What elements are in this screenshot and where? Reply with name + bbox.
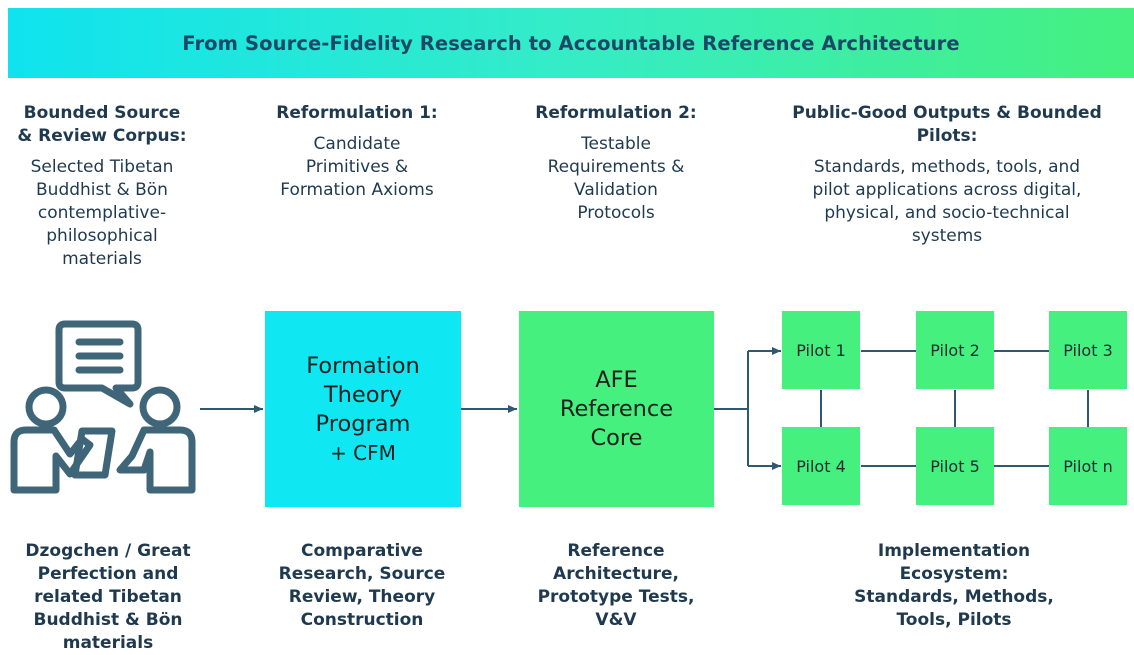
box-title-line: Theory	[323, 381, 403, 408]
box-title: AFE Reference Core	[560, 366, 673, 453]
box-subtitle: + CFM	[330, 440, 396, 465]
heading-line: Public-Good Outputs & Bounded	[792, 103, 1102, 123]
column-source: Bounded Source & Review Corpus: Selected…	[8, 102, 196, 271]
column-outputs: Public-Good Outputs & Bounded Pilots: St…	[764, 102, 1130, 248]
footer-ecosystem: Implementation Ecosystem: Standards, Met…	[844, 540, 1064, 632]
footer-line: Construction	[300, 610, 424, 630]
column-description: Testable Requirements & Validation Proto…	[516, 133, 716, 225]
description-line: Buddhist & Bön	[36, 180, 168, 200]
footer-line: Ecosystem:	[899, 564, 1009, 584]
box-title: Formation Theory Program	[306, 352, 420, 439]
column-reformulation-2: Reformulation 2: Testable Requirements &…	[516, 102, 716, 225]
heading-line: & Review Corpus:	[17, 126, 187, 146]
footer-line: Prototype Tests,	[537, 587, 695, 607]
footer-line: Perfection and	[37, 564, 179, 584]
description-line: materials	[62, 249, 142, 269]
footer-line: Reference	[567, 541, 665, 561]
description-line: Testable	[581, 134, 651, 154]
pilot-label: Pilot 3	[1063, 340, 1113, 360]
pilot-label: Pilot 4	[796, 456, 846, 476]
heading-line: Reformulation 1:	[276, 103, 438, 123]
pilot-4-box: Pilot 4	[782, 427, 860, 505]
box-title-line: Core	[590, 424, 643, 451]
pilot-3-box: Pilot 3	[1049, 311, 1127, 389]
pilot-label: Pilot n	[1063, 456, 1113, 476]
two-people-conversation-icon	[10, 320, 196, 494]
column-description: Candidate Primitives & Formation Axioms	[256, 133, 458, 202]
description-line: Formation Axioms	[280, 180, 434, 200]
heading-line: Pilots:	[916, 126, 978, 146]
pilot-label: Pilot 1	[796, 340, 846, 360]
footer-line: Comparative	[301, 541, 423, 561]
description-line: Standards, methods, tools, and	[813, 157, 1081, 177]
description-line: contemplative-	[37, 203, 167, 223]
footer-line: Review, Theory	[288, 587, 436, 607]
description-line: systems	[911, 226, 983, 246]
description-line: Primitives &	[305, 157, 409, 177]
formation-theory-box: Formation Theory Program + CFM	[265, 311, 461, 507]
pilot-1-box: Pilot 1	[782, 311, 860, 389]
pilot-label: Pilot 2	[930, 340, 980, 360]
footer-line: Standards, Methods,	[854, 587, 1054, 607]
heading-line: Bounded Source	[23, 103, 181, 123]
description-line: philosophical	[46, 226, 158, 246]
footer-line: Implementation	[877, 541, 1031, 561]
column-description: Selected Tibetan Buddhist & Bön contempl…	[8, 156, 196, 271]
column-heading: Bounded Source & Review Corpus:	[8, 102, 196, 148]
footer-line: Tools, Pilots	[896, 610, 1012, 630]
description-line: Protocols	[577, 203, 655, 223]
description-line: physical, and socio-technical	[824, 203, 1070, 223]
footer-line: Architecture,	[553, 564, 679, 584]
description-line: Selected Tibetan	[30, 157, 174, 177]
box-title-line: Formation	[306, 352, 420, 379]
footer-line: related Tibetan	[34, 587, 182, 607]
box-title-line: Program	[315, 410, 411, 437]
heading-line: Reformulation 2:	[535, 103, 697, 123]
footer-research: Comparative Research, Source Review, The…	[262, 540, 462, 632]
footer-line: Dzogchen / Great	[25, 541, 191, 561]
description-line: Candidate	[313, 134, 401, 154]
box-title-line: AFE	[595, 366, 638, 393]
pilot-n-box: Pilot n	[1049, 427, 1127, 505]
pilot-2-box: Pilot 2	[916, 311, 994, 389]
footer-line: Buddhist & Bön	[33, 610, 183, 630]
column-description: Standards, methods, tools, and pilot app…	[764, 156, 1130, 248]
afe-reference-core-box: AFE Reference Core	[519, 311, 714, 507]
footer-line: V&V	[595, 610, 637, 630]
column-heading: Reformulation 2:	[516, 102, 716, 125]
description-line: pilot applications across digital,	[812, 180, 1082, 200]
column-reformulation-1: Reformulation 1: Candidate Primitives & …	[256, 102, 458, 202]
pilot-5-box: Pilot 5	[916, 427, 994, 505]
pilot-label: Pilot 5	[930, 456, 980, 476]
column-heading: Public-Good Outputs & Bounded Pilots:	[764, 102, 1130, 148]
title-banner: From Source-Fidelity Research to Account…	[8, 8, 1134, 78]
box-title-line: Reference	[559, 395, 674, 422]
description-line: Requirements &	[547, 157, 685, 177]
footer-line: materials	[62, 633, 154, 653]
footer-source: Dzogchen / Great Perfection and related …	[8, 540, 208, 655]
description-line: Validation	[574, 180, 658, 200]
footer-line: Research, Source	[278, 564, 446, 584]
page-title: From Source-Fidelity Research to Account…	[182, 31, 960, 55]
footer-architecture: Reference Architecture, Prototype Tests,…	[516, 540, 716, 632]
column-heading: Reformulation 1:	[256, 102, 458, 125]
